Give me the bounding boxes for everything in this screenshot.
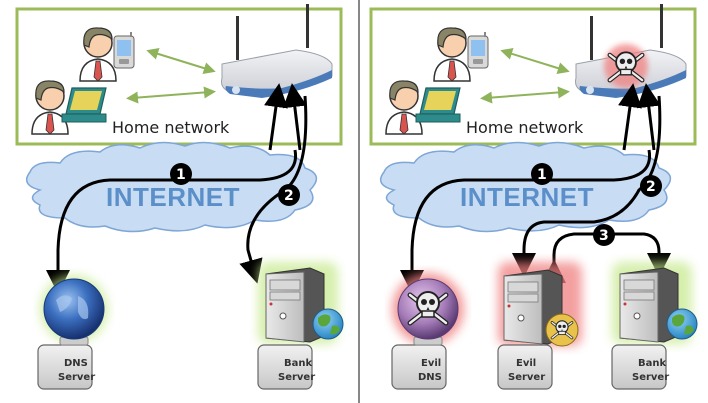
svg-text:1: 1 (537, 167, 547, 183)
home-network-label: Home network (466, 118, 584, 137)
step-badge-1: 1 (170, 163, 192, 185)
path-step-2 (512, 95, 662, 277)
evil-dns-server: Evil DNS (391, 273, 464, 390)
path-step-2-up (636, 83, 661, 151)
phone-icon (467, 31, 489, 69)
panel-compromised: Home network INTERNET 1 2 3 (369, 3, 698, 390)
wireless-link-arrow (480, 86, 570, 104)
step-badge-3: 3 (593, 224, 615, 246)
evil-server: Evil Server (497, 262, 582, 390)
internet-label: INTERNET (460, 182, 594, 212)
bank-server: Bank Server (257, 262, 344, 390)
bank-server: Bank Server (611, 262, 698, 390)
path-step-1-return (264, 83, 288, 151)
svg-text:2: 2 (646, 179, 656, 195)
path-step-1-up (618, 83, 642, 151)
dns-server-label-line1: DNS (64, 358, 88, 369)
bank-server-label-line1: Bank (284, 358, 312, 369)
panel-normal: Home network INTERNET 1 2 DNS Server (15, 3, 344, 390)
bank-server-label-line2: Server (632, 372, 669, 383)
internet-label: INTERNET (106, 182, 240, 212)
path-step-1 (46, 149, 298, 294)
step-badge-2: 2 (278, 184, 300, 206)
svg-text:2: 2 (284, 188, 294, 204)
svg-text:1: 1 (176, 167, 186, 183)
path-step-2-up (282, 83, 307, 151)
dns-server: DNS Server (37, 275, 108, 390)
wireless-link-arrow (126, 86, 216, 104)
svg-text:3: 3 (599, 228, 609, 244)
bank-server-label-line2: Server (278, 372, 315, 383)
evil-server-label-line2: Server (508, 372, 545, 383)
bank-server-label-line1: Bank (638, 358, 666, 369)
home-network-label: Home network (112, 118, 230, 137)
wireless-link-arrow (500, 48, 570, 74)
earth-icon (666, 308, 698, 340)
step-badge-1: 1 (531, 163, 553, 185)
step-badge-2: 2 (640, 175, 662, 197)
evil-dns-label-line2: DNS (418, 372, 442, 383)
evil-server-label-line1: Evil (516, 358, 536, 369)
path-step-1 (400, 149, 652, 294)
evil-dns-label-line1: Evil (421, 358, 441, 369)
phone-icon (113, 31, 135, 69)
dns-server-label-line2: Server (58, 372, 95, 383)
globe-icon (43, 278, 105, 340)
earth-icon (312, 308, 344, 340)
wireless-link-arrow (146, 48, 216, 74)
